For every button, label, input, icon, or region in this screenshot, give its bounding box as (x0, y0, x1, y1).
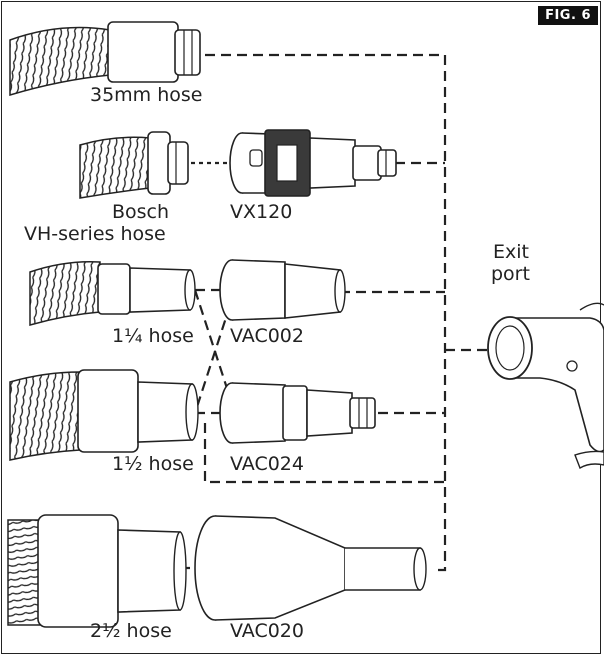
hose-35mm-illustration (9, 21, 201, 97)
hose-1-25-illustration (29, 260, 196, 326)
hose-2-5-illustration (7, 514, 187, 628)
adapter-vx120-illustration (229, 129, 397, 197)
exit-port-illustration (487, 302, 604, 470)
label-vx120: VX120 (230, 201, 293, 223)
adapter-vac020-illustration (194, 515, 427, 621)
label-vac020: VAC020 (230, 620, 304, 642)
label-35mm-hose: 35mm hose (90, 84, 203, 106)
label-bosch-line1: Bosch (112, 201, 170, 223)
hose-bosch-illustration (79, 131, 189, 199)
label-bosch-line2: VH-series hose (24, 223, 166, 245)
label-1-5-hose: 1½ hose (112, 453, 194, 475)
label-exit-line2: port (491, 263, 530, 285)
adapter-vac024-illustration (219, 382, 376, 444)
label-vac002: VAC002 (230, 325, 304, 347)
hose-1-5-illustration (9, 369, 199, 461)
dash-35mm-route (205, 53, 447, 572)
label-vac024: VAC024 (230, 453, 304, 475)
figure-badge: FIG. 6 (538, 6, 598, 25)
label-exit-line1: Exit (493, 241, 529, 263)
adapter-vac002-illustration (219, 259, 346, 321)
label-2-5-hose: 2½ hose (90, 620, 172, 642)
dash-1-5-route (203, 423, 445, 484)
label-1-25-hose: 1¼ hose (112, 325, 194, 347)
